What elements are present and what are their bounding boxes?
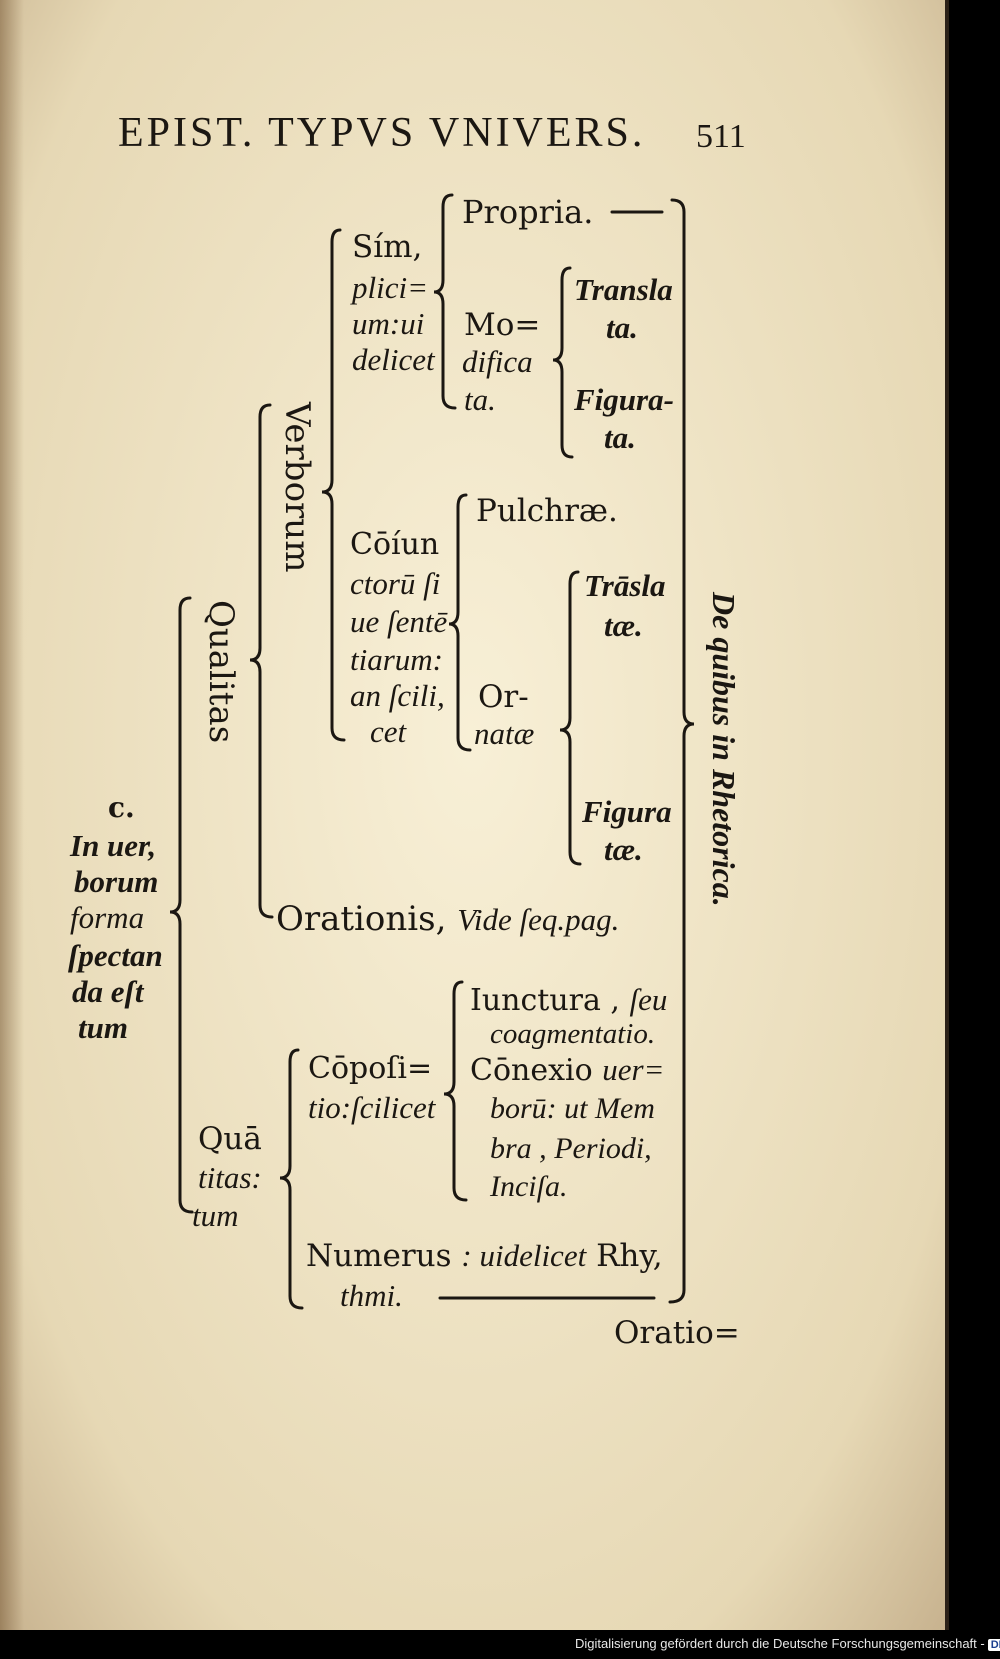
digitization-footer: Digitalisierung gefördert durch die Deut… <box>575 1636 1000 1651</box>
verborum-brace <box>321 228 346 742</box>
iunctura-line-1: Iunctura , ſeu <box>470 984 667 1016</box>
root-line-5: da eſt <box>72 974 144 1009</box>
simplicium-line-2: plici= <box>352 270 429 305</box>
iunctura-roman: Iunctura , <box>470 983 620 1018</box>
coniunctorum-line-3: ue ſentē <box>350 604 448 639</box>
conexio-line-2: borū: ut Mem <box>490 1092 655 1125</box>
compositio-brace <box>443 980 468 1202</box>
simplicium-line-3: um:ui <box>352 306 425 341</box>
coniunctorum-line-5: an ſcili, <box>350 678 445 713</box>
orationis-label: Orationis, Vide ſeq.pag. <box>276 902 619 936</box>
traslatae-line-1: Trāsla <box>584 568 666 603</box>
de-quibus-brace <box>668 198 695 1304</box>
numerus-line-1: Numerus : uidelicet Rhy, <box>306 1240 663 1272</box>
iunctura-line-2: coagmentatio. <box>490 1018 656 1050</box>
conexio-roman-2: Periodi, <box>554 1132 652 1165</box>
iunctura-italic: ſeu <box>629 982 668 1017</box>
conexio-line-3: bra , Periodi, <box>490 1134 652 1164</box>
numerus-roman: Numerus <box>306 1238 452 1274</box>
compositio-line-1: Cōpoſi= <box>308 1051 433 1086</box>
figuratae-line-1: Figura <box>582 794 672 829</box>
conexio-line-4: Inciſa. <box>490 1170 568 1203</box>
quantitas-line-1: Quā <box>198 1121 262 1157</box>
conexio-line-1: Cōnexio uer= <box>470 1054 664 1086</box>
modificata-line-3: ta. <box>464 382 496 417</box>
figurata-line-2: ta. <box>604 420 636 455</box>
traslatae-line-2: tæ. <box>604 608 643 643</box>
page-shadow <box>0 0 24 1630</box>
bracket-lines <box>169 193 695 1310</box>
numerus-line-2: thmi. <box>340 1278 403 1313</box>
conexio-italic-3: bra , <box>490 1132 547 1165</box>
numerus-roman-2: Rhy, <box>596 1238 663 1274</box>
root-label: c. <box>108 791 135 824</box>
footer-text: Digitalisierung gefördert durch die Deut… <box>575 1636 985 1651</box>
page-number: 511 <box>696 118 746 155</box>
compositio-line-2: tio:ſcilicet <box>308 1090 436 1125</box>
conexio-roman: Cōnexio <box>470 1053 593 1088</box>
simplicium-brace <box>433 193 457 410</box>
root-line-2: borum <box>74 864 159 899</box>
running-title: EPIST. TYPVS VNIVERS. <box>118 110 646 156</box>
quantitas-brace <box>279 1048 304 1310</box>
coniunctorum-brace <box>448 493 472 752</box>
coniunctorum-line-1: Cōíun <box>350 527 440 562</box>
modificata-brace <box>552 266 574 459</box>
root-line-4: ſpectan <box>68 938 163 973</box>
verborum-label: Verborum <box>277 402 317 573</box>
root-line-6: tum <box>78 1010 128 1045</box>
dfg-logo: DFG <box>987 1639 1000 1651</box>
book-page: EPIST. TYPVS VNIVERS. 511 c. In uer, bor… <box>0 0 949 1630</box>
ornatae-line-1: Or- <box>478 679 529 715</box>
catchword: Oratio= <box>614 1315 740 1351</box>
root-line-1: In uer, <box>70 828 157 863</box>
coniunctorum-line-2: ctorū ſi <box>350 566 441 601</box>
figurata-line-1: Figura- <box>574 382 674 417</box>
qualitas-brace <box>249 403 274 919</box>
quantitas-line-2: titas: <box>198 1160 262 1195</box>
quantitas-line-3: tum <box>192 1198 239 1233</box>
qualitas-label: Qualitas <box>201 600 241 744</box>
propria-label: Propria. <box>462 193 594 231</box>
root-brace <box>169 596 194 1214</box>
de-quibus-label: De quibus in Rhetorica. <box>706 592 742 907</box>
ornatae-line-2: natæ <box>474 716 535 751</box>
numerus-italic: : uidelicet <box>461 1238 587 1273</box>
pulchrae-label: Pulchræ. <box>476 493 618 529</box>
modificata-line-2: difica <box>462 344 533 379</box>
ornatae-brace <box>559 570 582 866</box>
root-line-3: forma <box>70 900 145 935</box>
coniunctorum-line-6: cet <box>370 714 407 749</box>
orationis-roman: Orationis, <box>276 899 447 939</box>
simplicium-line-4: delicet <box>352 342 435 377</box>
coniunctorum-line-4: tiarum: <box>350 642 443 677</box>
modificata-line-1: Mo= <box>464 307 541 343</box>
simplicium-line-1: Sím, <box>352 229 423 265</box>
figuratae-line-2: tæ. <box>604 832 643 867</box>
translata-line-2: ta. <box>606 310 638 345</box>
translata-line-1: Transla <box>574 272 673 307</box>
conexio-italic-1: uer= <box>602 1052 665 1087</box>
orationis-italic: Vide ſeq.pag. <box>457 902 620 937</box>
